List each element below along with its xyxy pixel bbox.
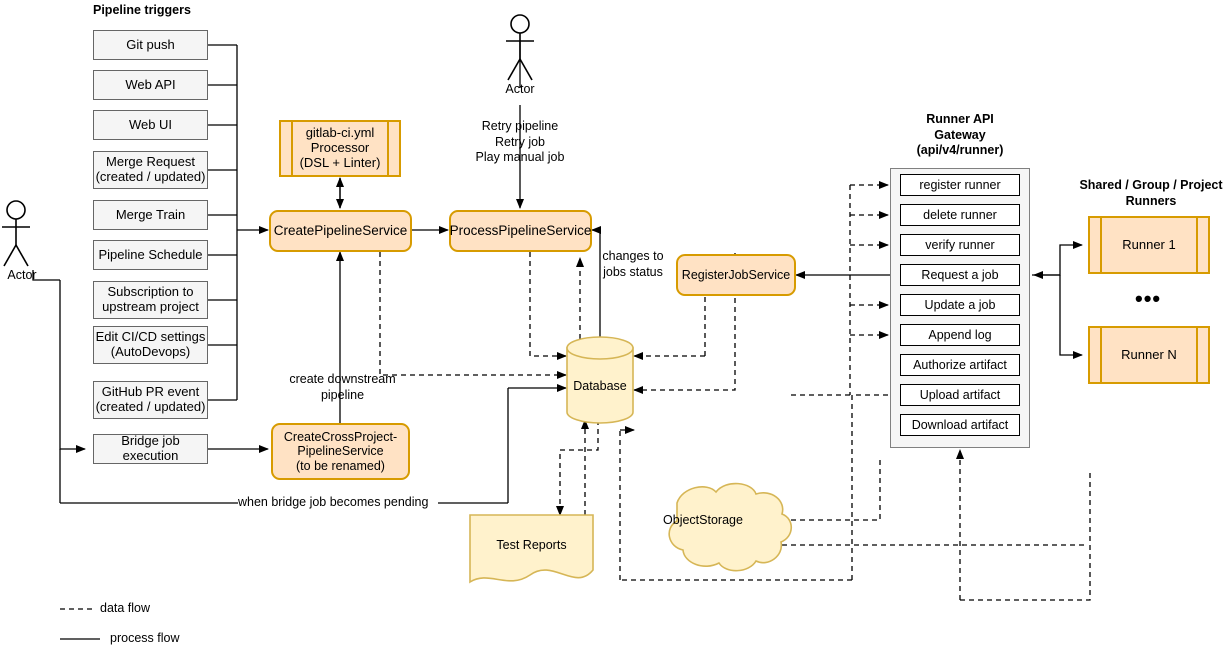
process-pipeline-service[interactable]: ProcessPipelineService xyxy=(449,210,592,252)
api-endpoint-delete-runner[interactable]: delete runner xyxy=(900,204,1020,226)
runners-ellipsis: ••• xyxy=(1135,286,1162,311)
trigger-subscription-upstream[interactable]: Subscription to upstream project xyxy=(93,281,208,319)
register-job-service[interactable]: RegisterJobService xyxy=(676,254,796,296)
label-when-bridge-job-pending: when bridge job becomes pending xyxy=(238,495,438,511)
trigger-merge-train[interactable]: Merge Train xyxy=(93,200,208,230)
triggers-heading: Pipeline triggers xyxy=(93,3,191,17)
api-endpoint-register-runner[interactable]: register runner xyxy=(900,174,1020,196)
trigger-pipeline-schedule[interactable]: Pipeline Schedule xyxy=(93,240,208,270)
create-cross-project-pipeline-service[interactable]: CreateCrossProject- PipelineService (to … xyxy=(271,423,410,480)
api-endpoint-authorize-artifact[interactable]: Authorize artifact xyxy=(900,354,1020,376)
create-pipeline-service[interactable]: CreatePipelineService xyxy=(269,210,412,252)
trigger-github-pr-event[interactable]: GitHub PR event (created / updated) xyxy=(93,381,208,419)
runner-api-gateway-title: Runner API Gateway (api/v4/runner) xyxy=(916,112,1004,158)
api-endpoint-request-a-job[interactable]: Request a job xyxy=(900,264,1020,286)
api-endpoint-verify-runner[interactable]: verify runner xyxy=(900,234,1020,256)
actor-left-label: Actor xyxy=(7,268,37,282)
trigger-edit-cicd-settings[interactable]: Edit CI/CD settings (AutoDevops) xyxy=(93,326,208,364)
runners-title: Shared / Group / Project Runners xyxy=(1079,178,1223,208)
object-storage-shape xyxy=(668,482,793,572)
runner-n[interactable]: Runner N xyxy=(1088,326,1210,384)
trigger-git-push[interactable]: Git push xyxy=(93,30,208,60)
trigger-web-ui[interactable]: Web UI xyxy=(93,110,208,140)
api-endpoint-update-a-job[interactable]: Update a job xyxy=(900,294,1020,316)
test-reports-label: Test Reports xyxy=(496,538,567,552)
runner-1-label: Runner 1 xyxy=(1122,236,1176,252)
label-changes-to-jobs-status: changes to jobs status xyxy=(602,249,664,279)
gitlab-ci-yml-processor-label: gitlab-ci.yml Processor (DSL + Linter) xyxy=(299,125,381,170)
runner-1[interactable]: Runner 1 xyxy=(1088,216,1210,274)
test-reports-shape xyxy=(469,514,594,584)
label-create-downstream-pipeline: create downstream pipeline xyxy=(289,372,396,402)
api-endpoint-upload-artifact[interactable]: Upload artifact xyxy=(900,384,1020,406)
trigger-bridge-job-execution[interactable]: Bridge job execution xyxy=(93,433,208,464)
actor-top-label: Actor xyxy=(505,82,535,96)
actor-top-actions-label: Retry pipeline Retry job Play manual job xyxy=(475,119,565,165)
api-endpoint-append-log[interactable]: Append log xyxy=(900,324,1020,346)
actor-top-figure xyxy=(506,14,534,81)
runner-n-label: Runner N xyxy=(1121,346,1177,362)
legend-glyphs xyxy=(60,608,100,640)
actor-left-figure xyxy=(2,200,30,267)
database-label: Database xyxy=(573,379,627,393)
trigger-web-api[interactable]: Web API xyxy=(93,70,208,100)
legend-data-flow-label: data flow xyxy=(100,601,151,615)
legend-process-flow-label: process flow xyxy=(110,631,180,645)
gitlab-ci-yml-processor[interactable]: gitlab-ci.yml Processor (DSL + Linter) xyxy=(279,120,401,177)
api-endpoint-download-artifact[interactable]: Download artifact xyxy=(900,414,1020,436)
trigger-merge-request[interactable]: Merge Request (created / updated) xyxy=(93,151,208,189)
object-storage-label: ObjectStorage xyxy=(663,513,743,527)
database-shape xyxy=(566,336,634,424)
